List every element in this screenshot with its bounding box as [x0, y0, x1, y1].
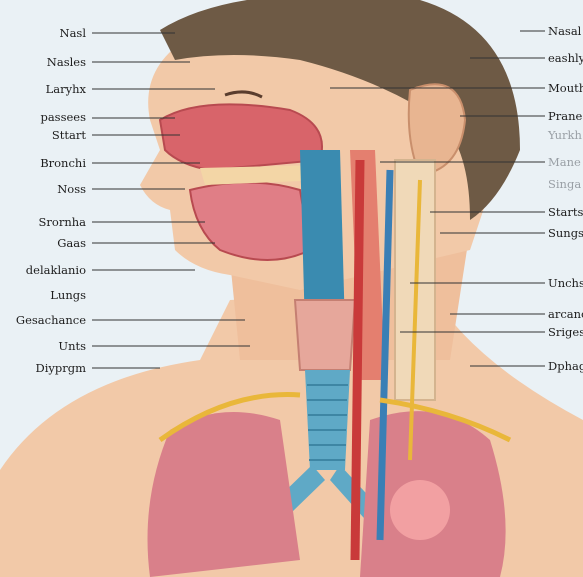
label-nasles: Nasles — [0, 55, 86, 69]
label-passes: passees — [0, 110, 86, 124]
label-mouth: Mouth — [548, 81, 583, 95]
label-eashly: eashly — [548, 51, 583, 65]
label-lungs: Lungs — [0, 288, 86, 302]
label-unchs: Unchs — [548, 276, 583, 290]
label-sriges: Sriges — [548, 325, 583, 339]
label-sungs: Sungs — [548, 226, 583, 240]
label-diyprgm: Diyprgm — [0, 361, 86, 375]
label-prane: Prane — [548, 109, 582, 123]
label-arcanc: arcanc — [548, 307, 583, 321]
label-gaas: Gaas — [0, 236, 86, 250]
label-gesachance: Gesachance — [0, 313, 86, 327]
label-dphagu: Dphagu — [548, 359, 583, 373]
label-singa: Singa — [548, 177, 581, 191]
label-larynx: Laryhx — [0, 82, 86, 96]
label-srornha: Srornha — [0, 215, 86, 229]
heart-tissue — [390, 480, 450, 540]
label-mane: Mane — [548, 155, 581, 169]
label-bronchi: Bronchi — [0, 156, 86, 170]
label-yurkh: Yurkh — [548, 128, 582, 142]
label-starts: Starts — [548, 205, 583, 219]
nasal-cavity — [160, 104, 322, 170]
carotid-artery — [355, 160, 360, 560]
left-lung — [148, 412, 301, 577]
label-unts: Unts — [0, 339, 86, 353]
label-nasal-right: Nasal — [548, 24, 581, 38]
label-delaklanio: delaklanio — [0, 263, 86, 277]
label-start: Sttart — [0, 128, 86, 142]
label-nasal: Nasl — [0, 26, 86, 40]
larynx — [295, 300, 355, 370]
label-noss: Noss — [0, 182, 86, 196]
